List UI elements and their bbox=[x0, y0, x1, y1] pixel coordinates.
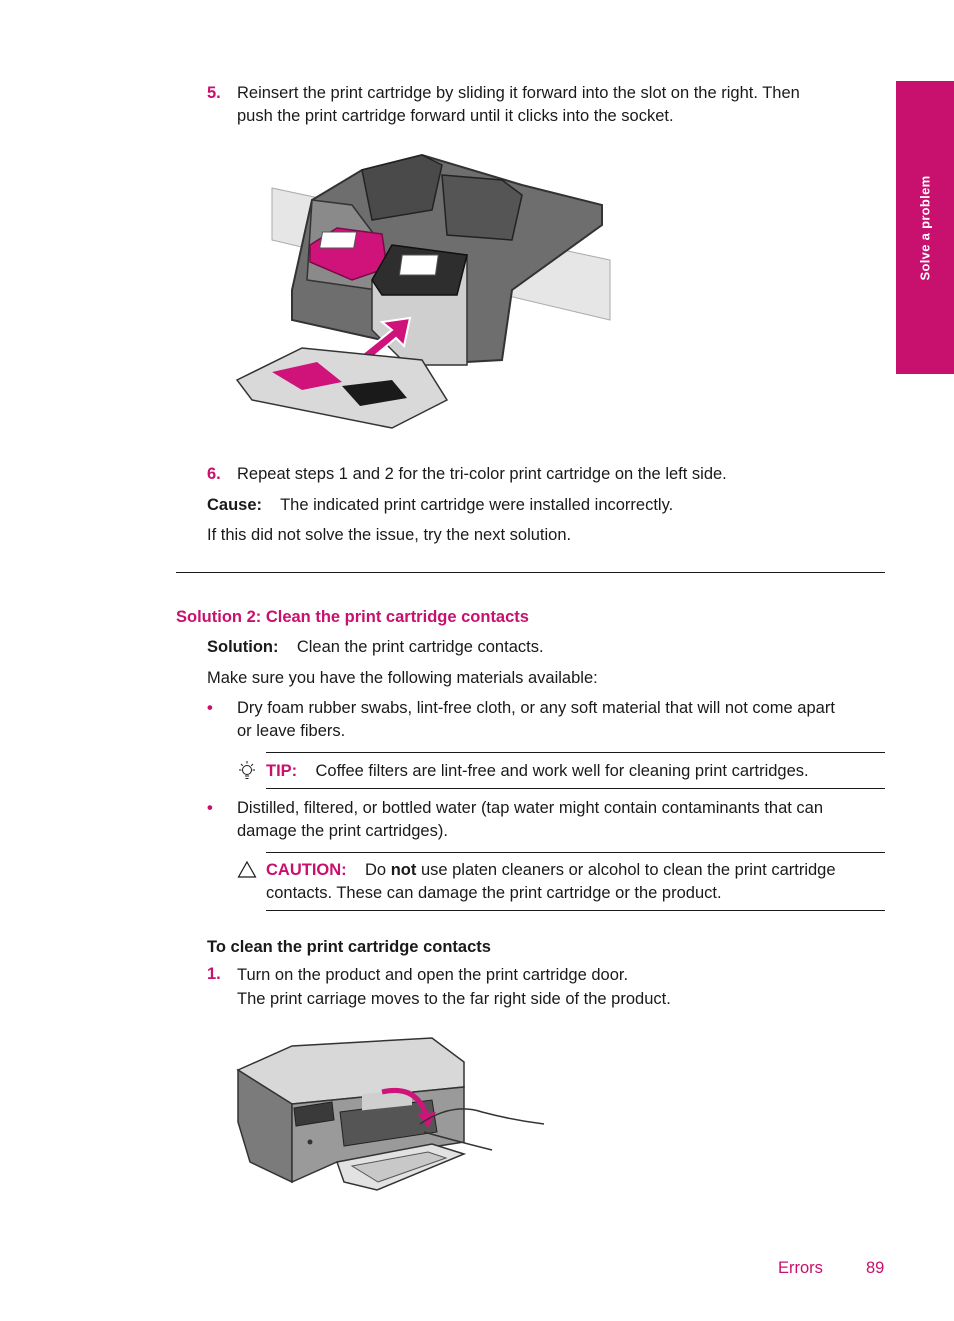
step-6-text: Repeat steps 1 and 2 for the tri-color p… bbox=[237, 465, 727, 483]
caution-bottom-rule bbox=[266, 910, 885, 911]
step-5-text: Reinsert the print cartridge by sliding … bbox=[237, 82, 877, 128]
step-5-line-1: Reinsert the print cartridge by sliding … bbox=[237, 84, 800, 102]
procedure-heading: To clean the print cartridge contacts bbox=[207, 938, 491, 956]
bullet-2-line-2: damage the print cartridges). bbox=[237, 822, 448, 840]
cartridge-reinsert-illustration bbox=[235, 153, 611, 429]
cause-label: Cause: bbox=[207, 496, 263, 514]
step-5-number: 5. bbox=[207, 84, 221, 102]
bullet-1-line-1: Dry foam rubber swabs, lint-free cloth, … bbox=[237, 699, 835, 717]
tip-paragraph: TIP: Coffee filters are lint-free and wo… bbox=[266, 760, 891, 783]
bullet-marker: • bbox=[207, 799, 213, 817]
solution-text: Clean the print cartridge contacts. bbox=[296, 638, 544, 656]
next-solution-text: If this did not solve the issue, try the… bbox=[207, 526, 572, 544]
tip-label: TIP: bbox=[266, 762, 298, 780]
solution-paragraph: Solution: Clean the print cartridge cont… bbox=[207, 636, 887, 659]
bullet-item-swabs: Dry foam rubber swabs, lint-free cloth, … bbox=[237, 697, 887, 743]
tip-top-rule bbox=[266, 752, 885, 753]
caution-top-rule bbox=[266, 852, 885, 853]
caution-paragraph: CAUTION: Do not use platen cleaners or a… bbox=[266, 859, 891, 905]
printer-door-open-illustration bbox=[236, 1037, 545, 1191]
cause-paragraph: Cause: The indicated print cartridge wer… bbox=[207, 494, 887, 517]
section-divider bbox=[176, 572, 885, 573]
bullet-1-line-2: or leave fibers. bbox=[237, 722, 346, 740]
step-5-line-2: push the print cartridge forward until i… bbox=[237, 107, 674, 125]
solution-2-heading: Solution 2: Clean the print cartridge co… bbox=[176, 608, 529, 626]
step-6-number: 6. bbox=[207, 465, 221, 483]
cause-text: The indicated print cartridge were insta… bbox=[280, 496, 674, 514]
tip-bottom-rule bbox=[266, 788, 885, 789]
procedure-step-1-number: 1. bbox=[207, 965, 221, 983]
caution-label: CAUTION: bbox=[266, 861, 347, 879]
caution-line-1: CAUTION: Do not use platen cleaners or a… bbox=[266, 859, 891, 882]
page-number: 89 bbox=[866, 1259, 885, 1277]
caution-pre: Do bbox=[365, 861, 387, 879]
caution-not: not bbox=[390, 861, 417, 879]
footer-section: Errors bbox=[778, 1259, 823, 1277]
lightbulb-icon bbox=[239, 761, 255, 779]
caution-post: use platen cleaners or alcohol to clean … bbox=[420, 861, 836, 879]
caution-triangle-icon bbox=[237, 860, 257, 878]
solution-label: Solution: bbox=[207, 638, 279, 656]
bullet-2-line-1: Distilled, filtered, or bottled water (t… bbox=[237, 799, 824, 817]
procedure-step-1-text: Turn on the product and open the print c… bbox=[237, 963, 887, 1011]
bullet-item-water: Distilled, filtered, or bottled water (t… bbox=[237, 797, 887, 843]
caution-line-2: contacts. These can damage the print car… bbox=[266, 884, 722, 902]
tip-text: Coffee filters are lint-free and work we… bbox=[315, 762, 809, 780]
materials-intro: Make sure you have the following materia… bbox=[207, 669, 598, 687]
side-tab: Solve a problem bbox=[896, 81, 954, 374]
procedure-step-1-line-2: The print carriage moves to the far righ… bbox=[237, 990, 671, 1008]
bullet-marker: • bbox=[207, 699, 213, 717]
side-tab-label: Solve a problem bbox=[917, 175, 933, 280]
procedure-step-1-line-1: Turn on the product and open the print c… bbox=[237, 966, 629, 984]
